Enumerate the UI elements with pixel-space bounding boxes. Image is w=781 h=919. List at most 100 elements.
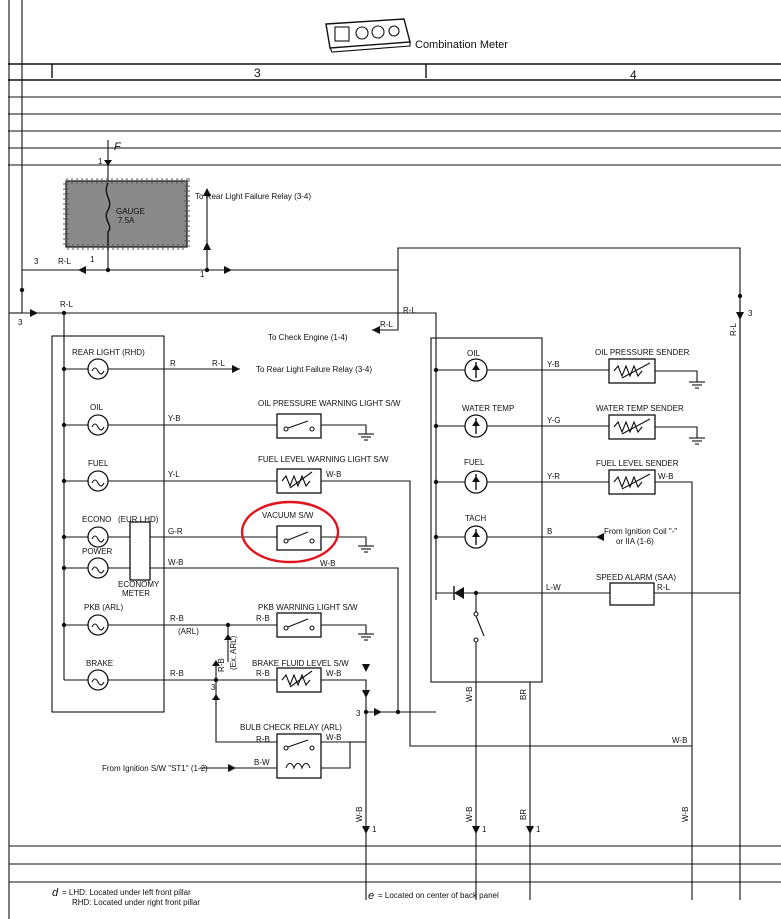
wire-gr: G-R	[168, 527, 183, 536]
footer-e-note: = Located on center of back panel	[378, 891, 499, 900]
lamp-fuel	[87, 470, 109, 492]
footer-d-lhd: = LHD: Located under left front pillar	[62, 888, 191, 897]
column-ruler	[8, 63, 781, 166]
wire-rl-rear: R-L	[212, 359, 225, 368]
footer-d-mark: d	[52, 887, 59, 899]
wire-wb-relay: W-B	[326, 733, 341, 742]
wire-wb-sender: W-B	[658, 472, 673, 481]
wire-rb-pkb: R-B	[170, 614, 184, 623]
lamp-brake	[87, 669, 109, 691]
wire-yl: Y-L	[168, 470, 180, 479]
fuse-pin-top: 1	[98, 157, 103, 166]
wire-yb-oil: Y-B	[168, 414, 181, 423]
column-4-label: 4	[630, 68, 637, 82]
brake-fluid-switch	[276, 667, 322, 693]
footer-d-rhd: RHD: Located under right front pillar	[72, 898, 200, 907]
wire-rb-brake: R-B	[170, 669, 184, 678]
wire-yg: Y-G	[547, 416, 561, 425]
gauge-water-temp-label: WATER TEMP	[462, 404, 514, 413]
economy-meter	[129, 521, 151, 581]
wire-wb-brake: W-B	[326, 669, 341, 678]
vacuum-switch	[276, 525, 322, 551]
wire-rb-vertical: R-B	[217, 658, 226, 672]
lamp-power	[87, 557, 109, 579]
pin-3-brake: 3	[211, 683, 216, 692]
fuel-level-sender	[608, 469, 656, 495]
wire-rb-pkb-sw: R-B	[256, 614, 270, 623]
pin-3-bus: 3	[356, 709, 361, 718]
wire-rb-relay: R-B	[256, 735, 270, 744]
wire-yb-gauge: Y-B	[547, 360, 560, 369]
wire-wb-fuel: W-B	[326, 470, 341, 479]
wire-lw: L-W	[546, 583, 561, 592]
pin-1-bottom-3: 1	[536, 825, 541, 834]
wire-bw: B-W	[254, 758, 270, 767]
pin-1-rl: 1	[200, 270, 205, 279]
ref-rear-light-failure-top: To Rear Light Failure Relay (3-4)	[195, 192, 311, 201]
label-fuel: FUEL	[88, 459, 109, 468]
wire-rl-speed: R-L	[657, 583, 670, 592]
lamp-econo	[87, 526, 109, 548]
pin-1-bottom-2: 1	[482, 825, 487, 834]
gauge-oil-label: OIL	[467, 349, 480, 358]
wire-yr: Y-R	[547, 472, 560, 481]
ground-icon	[358, 433, 374, 441]
wire-wb-bottom-3: W-B	[681, 807, 690, 822]
bulb-check-relay	[276, 733, 322, 779]
sender-speed-alarm-label: SPEED ALARM (SAA)	[596, 573, 676, 582]
ref-ignition-coil: From Ignition Coil "-"	[604, 527, 677, 536]
oil-pressure-switch	[276, 413, 322, 439]
relay-bulb-check-label: BULB CHECK RELAY (ARL)	[240, 723, 342, 732]
ref-check-engine: To Check Engine (1-4)	[268, 333, 348, 342]
speed-alarm	[609, 582, 655, 606]
lamp-rear-light	[87, 358, 109, 380]
wire-rb-brake-sw: R-B	[256, 669, 270, 678]
wire-r: R	[170, 359, 176, 368]
label-econo: ECONO	[82, 515, 111, 524]
ref-rear-light-failure-mid: To Rear Light Failure Relay (3-4)	[256, 365, 372, 374]
label-economy-meter: ECONOMY	[118, 580, 160, 589]
fuse-pin-bottom: 1	[90, 255, 95, 264]
wire-ex-arl: (Ex. ARL)	[229, 635, 238, 670]
gauge-tach-icon	[464, 525, 488, 549]
wire-rl-top: R-L	[58, 257, 71, 266]
gauge-fuel-label: FUEL	[464, 458, 485, 467]
column-3-label: 3	[254, 66, 261, 80]
fuel-level-switch	[276, 468, 322, 494]
ground-icon	[358, 545, 374, 553]
wire-br-bottom: BR	[519, 809, 528, 820]
label-rear-light: REAR LIGHT (RHD)	[72, 348, 145, 357]
label-pkb: PKB (ARL)	[84, 603, 123, 612]
wire-br-top: BR	[519, 689, 528, 700]
wire-wb-tach: W-B	[465, 687, 474, 702]
fuse-name: GAUGE	[116, 207, 145, 216]
pin-3-top: 3	[34, 257, 39, 266]
switch-pkb-label: PKB WARNING LIGHT S/W	[258, 603, 358, 612]
wire-rl-mid: R-L	[403, 306, 416, 315]
gauge-tach-label: TACH	[465, 514, 486, 523]
water-temp-sender	[608, 414, 656, 440]
label-eur-lhd: (EUR LHD)	[118, 515, 159, 524]
wire-rl-check: R-L	[380, 320, 393, 329]
pkb-warning-switch	[276, 612, 322, 638]
label-brake: BRAKE	[86, 659, 113, 668]
switch-vacuum-label: VACUUM S/W	[262, 511, 314, 520]
wire-wb-power: W-B	[168, 558, 183, 567]
diode-icon	[453, 586, 464, 600]
ground-icon	[358, 633, 374, 641]
label-economy-meter-2: METER	[122, 589, 150, 598]
switch-oil-pressure-label: OIL PRESSURE WARNING LIGHT S/W	[258, 399, 401, 408]
pin-3-left: 3	[18, 318, 23, 327]
wire-rl-left: R-L	[60, 300, 73, 309]
ground-icon	[689, 437, 705, 445]
gauge-fuse-box	[63, 178, 190, 250]
source-letter: F	[114, 141, 122, 153]
left-meter-box	[51, 335, 165, 713]
wire-rl-right: R-L	[729, 323, 738, 336]
wire-b: B	[547, 527, 552, 536]
footer-e-mark: e	[368, 890, 374, 902]
gauge-oil-icon	[464, 358, 488, 382]
wire-wb-vacuum: W-B	[320, 559, 335, 568]
pin-3-right: 3	[748, 309, 753, 318]
